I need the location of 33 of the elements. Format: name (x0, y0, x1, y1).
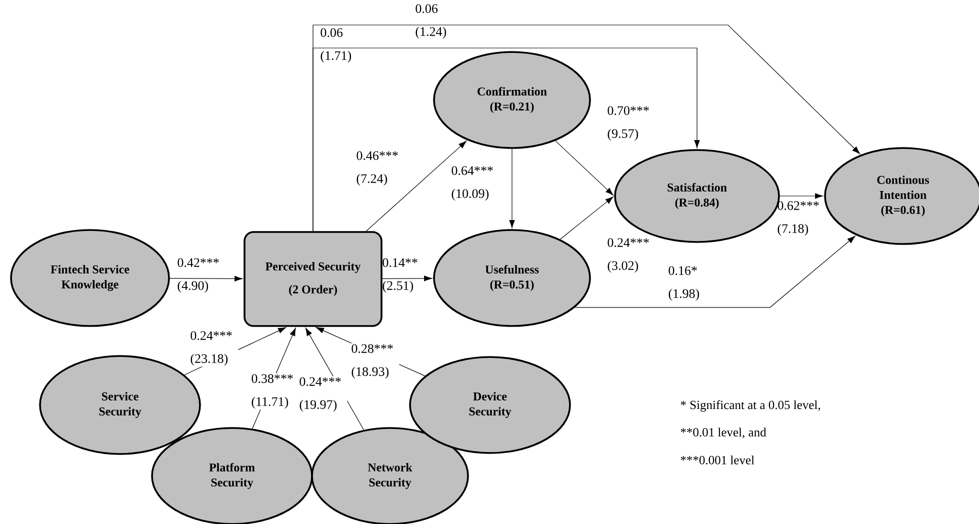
ellipse-node: Network Security (311, 427, 469, 524)
ellipse-node: Platform Security (151, 427, 313, 524)
arrow (170, 276, 243, 282)
edge-label: 0.28*** (18.93) (350, 343, 400, 380)
edge-label: 0.24*** (19.97) (298, 376, 348, 413)
arrow (312, 24, 860, 232)
edge-label: 0.16* (1.98) (668, 266, 700, 301)
arrow (780, 193, 824, 199)
edge-label: 0.64*** (10.09) (452, 166, 493, 201)
edge-label: 0.24*** (23.18) (189, 330, 238, 367)
ellipse-node: Fintech Service Knowledge (10, 229, 170, 327)
arrow (509, 148, 515, 228)
edge-label: 0.14** (2.51) (382, 258, 418, 293)
edge-label: 0.42*** (4.90) (178, 258, 219, 293)
arrow (574, 236, 856, 308)
edge-label: 0.62*** (7.18) (778, 201, 819, 236)
process-box: Perceived Security (2 Order) (244, 231, 382, 327)
note-text: * Significant at a 0.05 level, (680, 400, 820, 412)
ellipse-node: Device Security (409, 356, 571, 454)
edge-label: 0.70*** (9.57) (608, 106, 649, 141)
arrow (382, 276, 432, 282)
edge-label: 0.38*** (11.71) (250, 373, 300, 410)
edge-label: 0.06 (1.71) (320, 28, 352, 63)
arrow (555, 140, 614, 196)
arrow (366, 140, 466, 232)
arrow (560, 196, 614, 240)
ellipse-node: Continous Intention (R=0.61) (824, 147, 979, 245)
ellipse-node: Confirmation (R=0.21) (433, 51, 591, 149)
edge-label: 0.06 (1.24) (416, 4, 446, 39)
edge-label: 0.46*** (7.24) (356, 151, 398, 186)
ellipse-node: Usefulness (R=0.51) (433, 229, 591, 327)
note-text: **0.01 level, and (680, 428, 766, 438)
note-text: ***0.001 level (680, 456, 754, 464)
